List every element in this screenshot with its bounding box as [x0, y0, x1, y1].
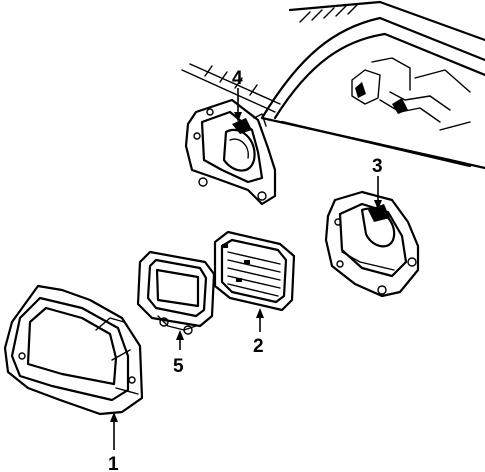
vehicle-body: [181, 0, 485, 170]
callout-2: 2: [253, 336, 264, 357]
part-2-sealed-beam: [213, 230, 296, 312]
callout-3: 3: [372, 156, 383, 177]
part-5-retaining-ring: [136, 250, 216, 335]
part-4-housing: [184, 98, 277, 206]
part-3-housing: [324, 190, 420, 298]
callout-1: 1: [108, 454, 119, 472]
part-1-bezel: [3, 284, 144, 416]
callout-5: 5: [173, 356, 184, 377]
callout-leaders: [110, 88, 382, 450]
callout-4: 4: [232, 68, 243, 89]
